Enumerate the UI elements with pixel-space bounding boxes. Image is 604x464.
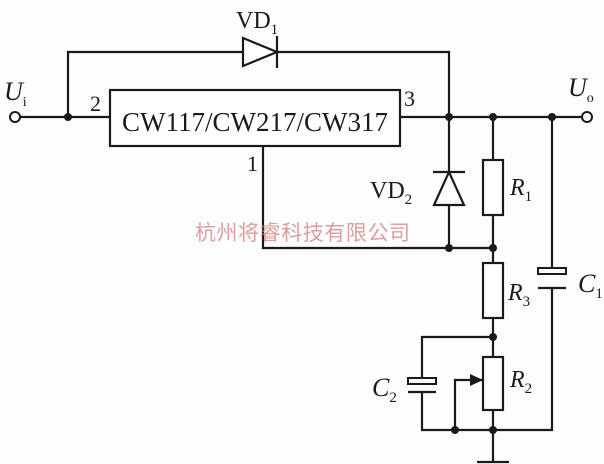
- diode-vd1: [241, 36, 280, 68]
- resistor-r3: [481, 261, 505, 320]
- c1-label: C1: [578, 269, 603, 302]
- regulator-label: CW117/CW217/CW317: [122, 107, 388, 137]
- potentiometer-r2: [481, 355, 505, 412]
- output-voltage-label: Uo: [568, 73, 594, 106]
- input-voltage-label: Ui: [4, 77, 27, 110]
- r1-label: R1: [509, 175, 532, 205]
- vd2-label: VD2: [370, 178, 412, 208]
- junction-dots: [64, 113, 556, 434]
- pin-2-label: 2: [90, 91, 101, 116]
- diode-vd2: [432, 169, 466, 207]
- resistor-r1: [481, 158, 505, 217]
- r2-label: R2: [509, 367, 532, 397]
- wiper-arrow: [470, 374, 483, 386]
- output-terminal: [581, 111, 593, 123]
- watermark: 杭州将睿科技有限公司: [195, 221, 410, 245]
- pin-1-label: 1: [247, 151, 258, 176]
- r3-label: R3: [507, 280, 530, 310]
- capacitor-c1: [537, 267, 567, 290]
- vd1-label: VD1: [236, 8, 278, 38]
- wires: [20, 50, 582, 462]
- c2-label: C2: [372, 373, 397, 406]
- regulator-ic: [108, 88, 402, 148]
- input-terminal: [9, 111, 21, 123]
- pin-3-label: 3: [404, 86, 415, 111]
- capacitor-c2: [407, 377, 437, 394]
